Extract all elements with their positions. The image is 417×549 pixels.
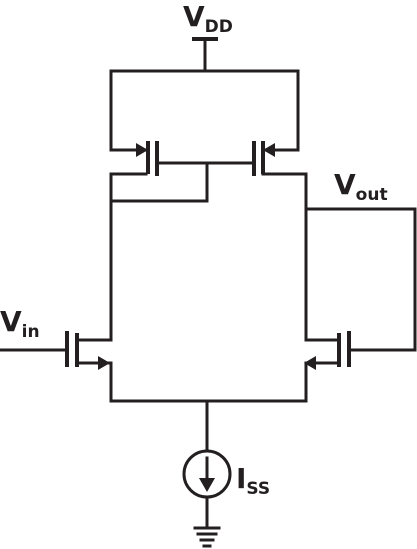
nmos-right xyxy=(304,331,351,370)
output-node: Vout xyxy=(304,168,417,352)
vin-label: Vin xyxy=(0,305,40,342)
ground-icon xyxy=(193,526,221,548)
vdd-label: VDD xyxy=(183,0,233,37)
vout-label: Vout xyxy=(334,168,388,205)
tail-node xyxy=(109,361,308,403)
pmos-right-source-arrow xyxy=(263,143,275,157)
pmos-left-source-arrow xyxy=(136,143,148,157)
current-source-iss: ISS xyxy=(182,449,270,529)
nmos-input-left: Vin xyxy=(0,305,113,370)
current-source-arrow-head xyxy=(199,478,215,492)
nmos-left-source-arrow xyxy=(98,356,110,370)
output-feedback-wire xyxy=(304,207,417,352)
pmos-right-drain-wire xyxy=(261,172,308,342)
iss-label: ISS xyxy=(236,462,270,499)
pmos-left-drain-wire xyxy=(109,172,148,342)
nmos-right-source-arrow xyxy=(304,356,316,370)
pmos-load-right xyxy=(252,141,308,342)
diode-connection xyxy=(109,161,209,203)
supply-bus xyxy=(109,69,300,152)
pmos-load-left xyxy=(109,141,159,342)
vdd-supply: VDD xyxy=(183,0,233,73)
